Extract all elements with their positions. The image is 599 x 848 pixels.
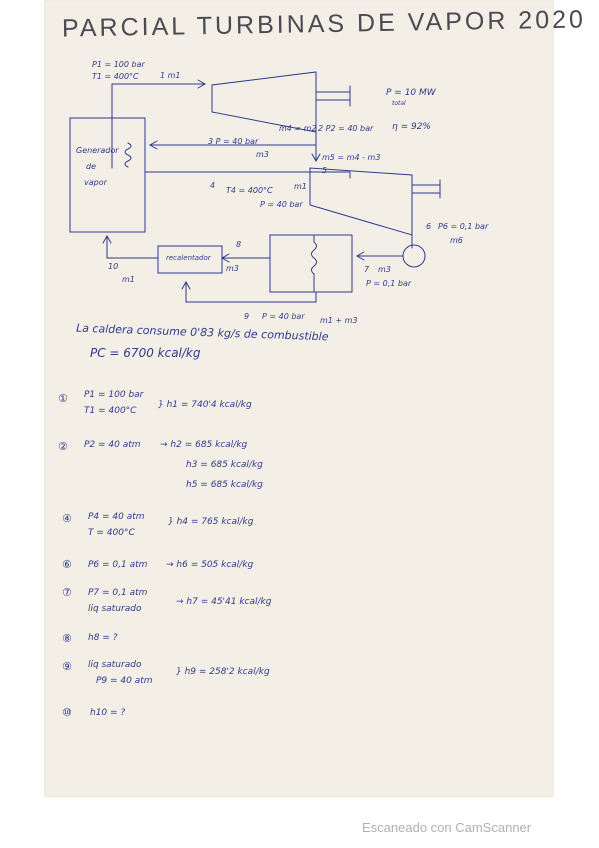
label-eta: η = 92% bbox=[392, 122, 431, 132]
hp-shaft bbox=[315, 85, 351, 107]
item-6-line-1: P6 = 0,1 atm bbox=[88, 560, 148, 570]
label-pt4: 4 bbox=[210, 181, 216, 190]
label-m7: m3 bbox=[378, 265, 391, 274]
label-m3b: m3 bbox=[226, 264, 239, 273]
label-m5-eq: m5 = m4 - m3 bbox=[322, 153, 381, 162]
label-boiler-1: Generador bbox=[76, 146, 119, 155]
line-4 bbox=[144, 171, 351, 179]
item-2-mark: ② bbox=[58, 440, 68, 453]
label-t1: T1 = 400°C bbox=[92, 72, 139, 81]
item-4-line-1: P4 = 40 atm bbox=[88, 512, 145, 522]
item-4-mark: ④ bbox=[62, 512, 72, 525]
item-1-line-2: T1 = 400°C bbox=[84, 406, 137, 416]
line-10 bbox=[106, 235, 159, 259]
reheater-box bbox=[157, 245, 223, 274]
item-10-mark: ⑩ bbox=[62, 706, 72, 719]
item-6-mark: ⑥ bbox=[62, 558, 72, 571]
label-m6: m6 bbox=[450, 236, 463, 245]
label-p1: P1 = 100 bar bbox=[92, 60, 145, 69]
label-pt8: 8 bbox=[236, 240, 242, 249]
item-7-mark: ⑦ bbox=[62, 586, 72, 599]
boiler-box bbox=[69, 117, 146, 233]
label-m9: m1 + m3 bbox=[320, 316, 358, 325]
item-4-line-2: T = 400°C bbox=[88, 528, 135, 538]
item-5-result: h5 = 685 kcal/kg bbox=[186, 480, 263, 490]
item-8-mark: ⑧ bbox=[62, 632, 72, 645]
label-p4: P = 40 bar bbox=[260, 200, 303, 209]
arrow-3 bbox=[148, 140, 158, 150]
label-ptotal: P = 10 MW bbox=[386, 88, 436, 98]
label-t4: T4 = 400°C bbox=[226, 186, 273, 195]
item-1-mark: ① bbox=[58, 392, 68, 405]
label-flow1: 1 m1 bbox=[160, 71, 181, 80]
arrow-1 bbox=[197, 79, 207, 89]
label-p3: 3 P = 40 bar bbox=[208, 137, 259, 146]
label-pt5: 5 bbox=[322, 166, 328, 175]
label-m3: m3 bbox=[256, 150, 269, 159]
item-7-result: → h7 = 45'41 kcal/kg bbox=[176, 597, 272, 607]
label-pt9: 9 bbox=[244, 312, 250, 321]
line-9 bbox=[185, 281, 317, 303]
scanner-watermark: Escaneado con CamScanner bbox=[362, 820, 532, 835]
label-pt10: 10 bbox=[108, 262, 119, 271]
feedwater-heater bbox=[269, 234, 353, 293]
scanned-page bbox=[44, 0, 554, 797]
lp-shaft bbox=[411, 179, 441, 199]
label-m1-4: m1 bbox=[294, 182, 307, 191]
label-p6: P6 = 0,1 bar bbox=[438, 222, 489, 231]
label-pt7: 7 bbox=[364, 265, 370, 274]
label-boiler-3: vapor bbox=[84, 178, 107, 187]
item-2-line-1: P2 = 40 atm bbox=[84, 440, 141, 450]
item-9-result: } h9 = 258'2 kcal/kg bbox=[176, 667, 270, 677]
arrow-5 bbox=[311, 153, 321, 163]
boiler-coil bbox=[124, 142, 132, 168]
item-6-result: → h6 = 505 kcal/kg bbox=[166, 560, 254, 570]
item-7-line-2: liq saturado bbox=[88, 604, 142, 614]
label-reheater: recalentador bbox=[166, 254, 211, 262]
item-7-line-1: P7 = 0,1 atm bbox=[88, 588, 148, 598]
label-ptotal-sub: total bbox=[392, 100, 406, 107]
item-4-result: } h4 = 765 kcal/kg bbox=[168, 517, 254, 527]
label-p7: P = 0,1 bar bbox=[366, 279, 412, 288]
label-boiler-2: de bbox=[86, 162, 96, 171]
item-9-line-1: liq saturado bbox=[88, 660, 142, 670]
label-p9: P = 40 bar bbox=[262, 312, 305, 321]
arrow-7 bbox=[355, 251, 365, 261]
label-m4-eq: m4 = m2 bbox=[279, 124, 317, 133]
item-1-result: } h1 = 740'4 kcal/kg bbox=[158, 400, 252, 410]
item-3-result: h3 = 685 kcal/kg bbox=[186, 460, 263, 470]
label-pt6: 6 bbox=[426, 222, 432, 231]
arrow-9 bbox=[181, 280, 191, 290]
pump-circle bbox=[402, 244, 426, 268]
label-p2: 2 P2 = 40 bar bbox=[318, 124, 374, 133]
item-9-mark: ⑨ bbox=[62, 660, 72, 673]
item-10-line-1: h10 = ? bbox=[90, 708, 126, 718]
hp-turbine bbox=[211, 71, 317, 133]
item-8-line-1: h8 = ? bbox=[88, 633, 118, 643]
lp-turbine bbox=[309, 167, 413, 236]
item-9-line-2: P9 = 40 atm bbox=[96, 676, 153, 686]
item-1-line-1: P1 = 100 bar bbox=[84, 390, 144, 400]
item-2-result: → h2 = 685 kcal/kg bbox=[160, 440, 248, 450]
line-1 bbox=[111, 83, 206, 119]
arrow-10 bbox=[102, 234, 112, 244]
label-m10: m1 bbox=[122, 275, 135, 284]
heater-coil bbox=[311, 234, 317, 293]
note-calorific-power: PC = 6700 kcal/kg bbox=[90, 346, 201, 360]
